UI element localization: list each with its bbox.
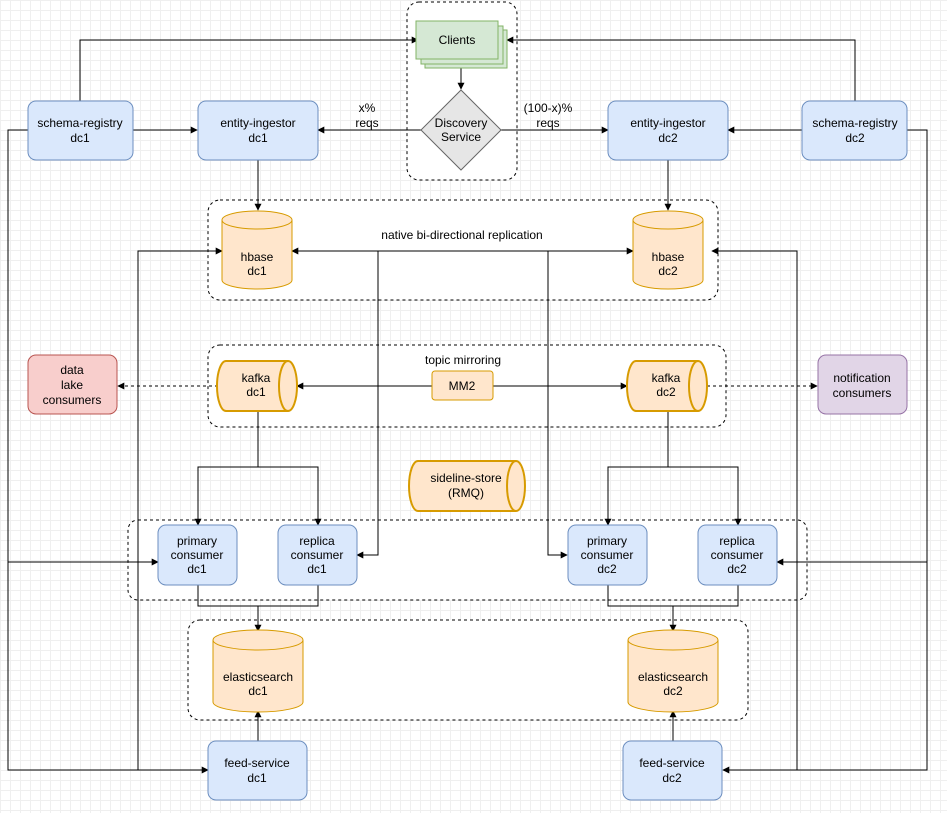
elasticsearch-group: [187, 619, 749, 721]
entity-ingestor-dc1[interactable]: entity-ingestor dc1: [197, 100, 319, 161]
traffic-left-reqs: reqs: [355, 116, 378, 130]
svg-text:feed-service: feed-service: [639, 756, 705, 770]
mirroring-label: topic mirroring: [425, 353, 501, 367]
connectors: [7, 36, 928, 774]
discovery-label-2: Service: [441, 130, 481, 144]
svg-text:kafka: kafka: [242, 371, 271, 385]
svg-text:feed-service: feed-service: [224, 756, 290, 770]
svg-text:sideline-store: sideline-store: [430, 471, 502, 485]
svg-text:consumer: consumer: [291, 548, 344, 562]
svg-text:dc1: dc1: [248, 131, 268, 145]
traffic-right-pct: (100-x)%: [524, 101, 573, 115]
data-lake-consumers[interactable]: data lake consumers: [27, 354, 118, 415]
svg-text:dc2: dc2: [845, 131, 865, 145]
traffic-right-reqs: reqs: [536, 116, 559, 130]
svg-text:dc1: dc1: [247, 771, 267, 785]
replica-consumer-dc1[interactable]: replica consumer dc1: [277, 524, 358, 586]
svg-text:(RMQ): (RMQ): [448, 486, 484, 500]
traffic-left-pct: x%: [359, 101, 376, 115]
svg-text:hbase: hbase: [241, 250, 274, 264]
svg-text:dc2: dc2: [727, 562, 747, 576]
replica-consumer-dc2[interactable]: replica consumer dc2: [697, 524, 778, 586]
svg-text:kafka: kafka: [652, 371, 681, 385]
svg-text:hbase: hbase: [652, 250, 685, 264]
schema-registry-dc2[interactable]: schema-registry dc2: [801, 100, 908, 161]
entity-ingestor-dc2[interactable]: entity-ingestor dc2: [607, 100, 729, 161]
svg-text:consumer: consumer: [581, 548, 634, 562]
svg-text:dc1: dc1: [246, 385, 266, 399]
svg-text:consumer: consumer: [711, 548, 764, 562]
svg-text:dc1: dc1: [248, 684, 268, 698]
svg-text:dc1: dc1: [187, 562, 207, 576]
kafka-dc1[interactable]: kafka dc1: [216, 360, 298, 412]
svg-text:dc2: dc2: [663, 684, 683, 698]
elasticsearch-dc2[interactable]: elasticsearch dc2: [627, 629, 719, 713]
svg-text:schema-registry: schema-registry: [812, 116, 897, 130]
svg-text:entity-ingestor: entity-ingestor: [630, 116, 705, 130]
svg-text:entity-ingestor: entity-ingestor: [220, 116, 295, 130]
svg-text:schema-registry: schema-registry: [37, 116, 122, 130]
svg-text:MM2: MM2: [449, 379, 476, 393]
svg-text:dc2: dc2: [658, 131, 678, 145]
svg-text:data: data: [60, 363, 84, 377]
primary-consumer-dc2[interactable]: primary consumer dc2: [567, 524, 648, 586]
feed-service-dc1[interactable]: feed-service dc1: [207, 740, 308, 801]
svg-text:consumer: consumer: [171, 548, 224, 562]
svg-text:dc2: dc2: [656, 385, 676, 399]
discovery-label-1: Discovery: [435, 116, 488, 130]
svg-text:dc2: dc2: [658, 264, 678, 278]
svg-text:dc2: dc2: [597, 562, 617, 576]
svg-text:consumers: consumers: [43, 393, 102, 407]
replication-label-bg: [378, 228, 546, 244]
svg-text:elasticsearch: elasticsearch: [223, 670, 293, 684]
svg-text:replica: replica: [299, 534, 335, 548]
svg-text:dc1: dc1: [247, 264, 267, 278]
svg-text:dc2: dc2: [662, 771, 682, 785]
hbase-dc2[interactable]: hbase dc2: [632, 210, 704, 290]
svg-text:notification: notification: [833, 371, 890, 385]
svg-text:dc1: dc1: [70, 131, 90, 145]
clients-node[interactable]: Clients: [415, 20, 508, 69]
hbase-dc1[interactable]: hbase dc1: [221, 210, 293, 290]
replication-label: native bi-directional replication: [381, 228, 542, 242]
svg-text:dc1: dc1: [307, 562, 327, 576]
elasticsearch-dc1[interactable]: elasticsearch dc1: [212, 629, 304, 713]
discovery-service-node[interactable]: Discovery Service: [420, 89, 502, 171]
kafka-dc2[interactable]: kafka dc2: [626, 360, 708, 412]
svg-text:lake: lake: [61, 378, 83, 392]
clients-label: Clients: [439, 33, 476, 47]
mm2-node[interactable]: MM2: [431, 370, 494, 401]
sideline-store[interactable]: sideline-store (RMQ): [408, 460, 526, 512]
svg-text:replica: replica: [719, 534, 755, 548]
schema-registry-dc1[interactable]: schema-registry dc1: [27, 100, 134, 161]
svg-text:consumers: consumers: [833, 386, 892, 400]
primary-consumer-dc1[interactable]: primary consumer dc1: [157, 524, 238, 586]
feed-service-dc2[interactable]: feed-service dc2: [622, 740, 723, 801]
svg-text:elasticsearch: elasticsearch: [638, 670, 708, 684]
notification-consumers[interactable]: notification consumers: [817, 354, 908, 415]
svg-text:primary: primary: [177, 534, 217, 548]
svg-text:primary: primary: [587, 534, 627, 548]
